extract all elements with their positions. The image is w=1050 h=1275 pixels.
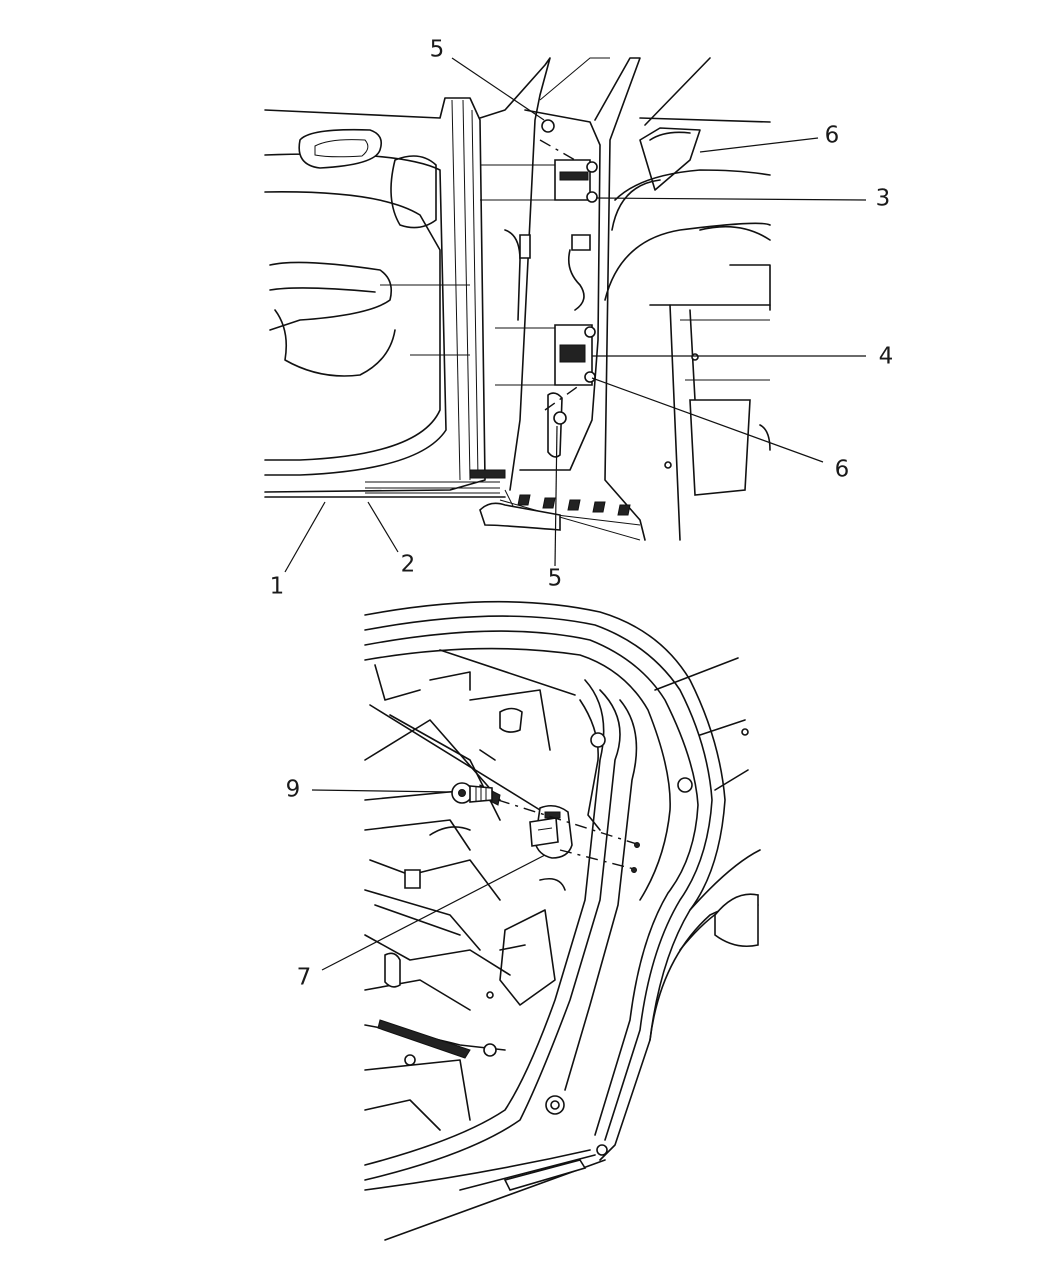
callout-9: 9 (285, 776, 301, 803)
cabin-interior (364, 649, 606, 1131)
callout-5-bottom: 5 (547, 565, 563, 592)
striker-bolt (451, 782, 493, 804)
callout-1: 1 (269, 573, 285, 600)
callout-7: 7 (296, 964, 312, 991)
callout-3: 3 (875, 185, 891, 212)
lower-door-hinge (495, 324, 596, 386)
front-fender (604, 57, 771, 541)
door-striker (529, 804, 573, 859)
callout-5-top: 5 (429, 36, 445, 63)
rear-door-opening (364, 600, 761, 1241)
open-front-door (264, 97, 506, 498)
hinge-pillar (479, 57, 646, 541)
callout-6-lower: 6 (834, 456, 850, 483)
callout-6-upper: 6 (824, 122, 840, 149)
rear-door-view (311, 600, 761, 1241)
leader-lines-upper (284, 57, 867, 573)
upper-door-hinge (480, 159, 598, 203)
front-door-view (264, 57, 867, 573)
lower-bolt-icon (553, 411, 567, 425)
door-handle-icon (298, 128, 383, 169)
leader-lines-lower (311, 789, 546, 971)
callout-4: 4 (878, 343, 894, 370)
callout-2: 2 (400, 551, 416, 578)
upper-bolt-icon (541, 119, 555, 133)
